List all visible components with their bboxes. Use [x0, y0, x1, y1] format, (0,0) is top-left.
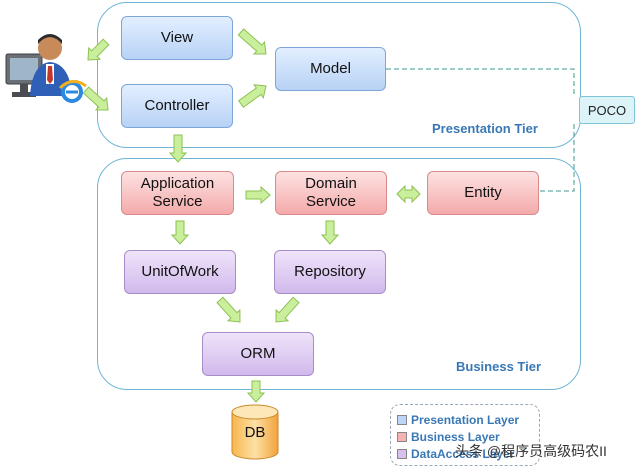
legend-swatch [397, 432, 407, 442]
unit-of-work-box: UnitOfWork [124, 250, 236, 294]
controller-box: Controller [121, 84, 233, 128]
arrow-domainservice-to-repository [320, 220, 340, 245]
legend-item: Presentation Layer [397, 413, 519, 427]
db-label: DB [244, 424, 266, 441]
legend-swatch [397, 415, 407, 425]
legend-item: Business Layer [397, 430, 500, 444]
legend-label: Business Layer [411, 430, 500, 444]
arrow-domainservice-entity [396, 184, 421, 204]
arrow-appservice-to-unitofwork [170, 220, 190, 245]
user-computer-icon [5, 34, 87, 103]
business-tier-container [97, 158, 581, 390]
presentation-tier-container [97, 2, 581, 148]
orm-box: ORM [202, 332, 314, 376]
application-service-box: Application Service [121, 171, 234, 215]
arrow-controller-to-model [237, 84, 267, 108]
arrow-user-to-controller [82, 86, 109, 111]
arrow-layer [82, 28, 421, 403]
arrow-orm-to-db [246, 380, 266, 403]
legend-swatch [397, 449, 407, 459]
model-box: Model [275, 47, 386, 91]
arrow-controller-to-appservice [168, 134, 188, 163]
view-box: View [121, 16, 233, 60]
dashed-link-model-poco [386, 68, 575, 96]
legend-item: DataAccess Layer [397, 447, 514, 461]
presentation-tier-label: Presentation Tier [432, 121, 538, 136]
legend-label: DataAccess Layer [411, 447, 515, 461]
arrow-repository-to-orm [275, 296, 300, 323]
business-tier-label: Business Tier [456, 359, 542, 374]
entity-box: Entity [427, 171, 539, 215]
arrow-view-to-user [87, 38, 110, 61]
repository-box: Repository [274, 250, 386, 294]
arrow-view-to-model [237, 28, 267, 55]
arrow-appservice-to-domainservice [245, 185, 271, 205]
poco-box: POCO [579, 96, 635, 124]
database-cylinder [231, 404, 279, 460]
watermark-text: 头条 @程序员高级码农II [455, 443, 607, 459]
legend-label: Presentation Layer [411, 413, 520, 427]
arrow-unitofwork-to-orm [216, 296, 241, 323]
legend: Presentation Layer Business Layer DataAc… [390, 404, 540, 466]
domain-service-box: Domain Service [275, 171, 387, 215]
dashed-link-poco-entity [540, 124, 575, 192]
